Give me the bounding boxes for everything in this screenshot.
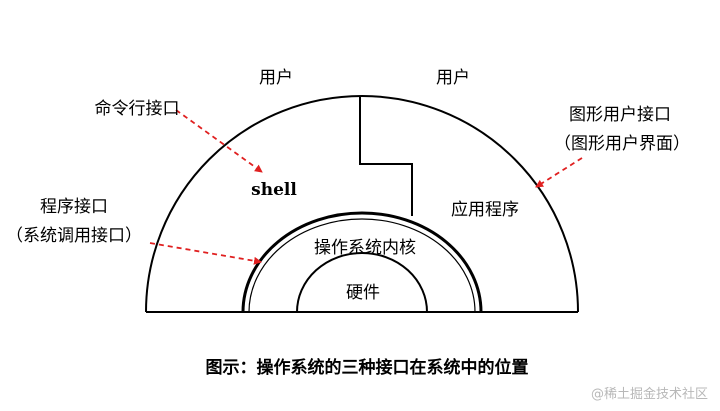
shell-label: shell — [251, 180, 297, 200]
shell-app-divider — [359, 96, 413, 216]
cmd-interface-label: 命令行接口 — [95, 99, 180, 119]
application-label: 应用程序 — [451, 200, 519, 220]
gui-interface-label: 图形用户接口 — [569, 105, 671, 125]
program-interface-arrow — [149, 242, 262, 265]
kernel-arc-outer — [241, 211, 483, 313]
outer-arc — [145, 95, 579, 313]
program-interface-paren-label: （系统调用接口） — [6, 226, 142, 246]
program-interface-label: 程序接口 — [40, 197, 108, 217]
gui-interface-paren-label: （图形用户界面） — [554, 134, 690, 154]
kernel-arc-inner — [248, 218, 476, 313]
gui-interface-arrow — [535, 157, 583, 188]
user-right-label: 用户 — [436, 68, 470, 88]
caption: 图示：操作系统的三种接口在系统中的位置 — [206, 357, 529, 378]
hardware-arc — [296, 252, 428, 313]
watermark: @稀土掘金技术社区 — [590, 387, 708, 402]
kernel-label: 操作系统内核 — [314, 238, 416, 258]
cmd-interface-arrow — [175, 109, 263, 173]
user-left-label: 用户 — [259, 68, 293, 88]
hardware-label: 硬件 — [346, 283, 380, 303]
